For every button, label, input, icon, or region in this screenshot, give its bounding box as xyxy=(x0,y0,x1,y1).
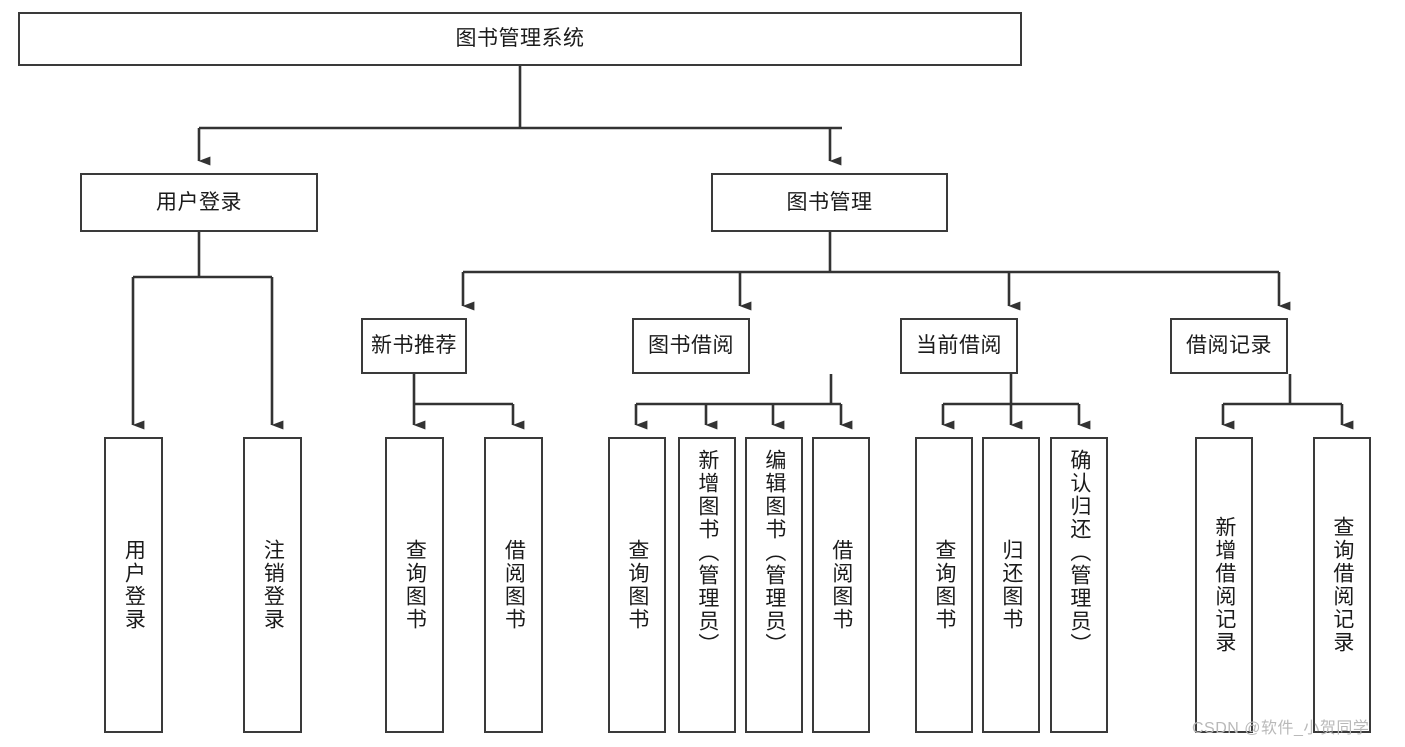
node-label: 查询图书 xyxy=(403,539,427,631)
node-label: 新增图书（管理员） xyxy=(695,449,719,656)
node-label: 新增借阅记录 xyxy=(1212,516,1236,654)
node-current-borrow[interactable]: 当前借阅 xyxy=(900,318,1018,374)
leaf-query-book-recommend[interactable]: 查询图书 xyxy=(385,437,444,733)
leaf-return-book[interactable]: 归还图书 xyxy=(982,437,1040,733)
node-book-borrow[interactable]: 图书借阅 xyxy=(632,318,750,374)
node-label: 图书借阅 xyxy=(648,334,734,358)
leaf-logout[interactable]: 注销登录 xyxy=(243,437,302,733)
node-label: 用户登录 xyxy=(156,190,242,214)
node-label: 图书管理系统 xyxy=(455,27,585,51)
leaf-query-borrow-record[interactable]: 查询借阅记录 xyxy=(1313,437,1371,733)
node-label: 当前借阅 xyxy=(916,334,1002,358)
node-label: 借阅图书 xyxy=(829,539,853,631)
leaf-user-login[interactable]: 用户登录 xyxy=(104,437,163,733)
leaf-confirm-return-admin[interactable]: 确认归还（管理员） xyxy=(1050,437,1108,733)
node-borrow-records[interactable]: 借阅记录 xyxy=(1170,318,1288,374)
node-root-system[interactable]: 图书管理系统 xyxy=(18,12,1022,66)
node-label: 确认归还（管理员） xyxy=(1067,449,1091,656)
node-label: 查询借阅记录 xyxy=(1330,516,1354,654)
node-label: 用户登录 xyxy=(122,539,146,631)
node-label: 编辑图书（管理员） xyxy=(762,449,786,656)
leaf-edit-book-admin[interactable]: 编辑图书（管理员） xyxy=(745,437,803,733)
node-user-login[interactable]: 用户登录 xyxy=(80,173,318,232)
node-label: 图书管理 xyxy=(786,190,873,214)
leaf-borrow-book[interactable]: 借阅图书 xyxy=(812,437,870,733)
leaf-add-borrow-record[interactable]: 新增借阅记录 xyxy=(1195,437,1253,733)
leaf-query-book-borrow[interactable]: 查询图书 xyxy=(608,437,666,733)
node-label: 查询图书 xyxy=(625,539,649,631)
node-label: 查询图书 xyxy=(932,539,956,631)
node-new-book-recommend[interactable]: 新书推荐 xyxy=(361,318,467,374)
csdn-watermark: CSDN @软件_小贺同学 xyxy=(1192,720,1370,737)
node-book-management[interactable]: 图书管理 xyxy=(711,173,948,232)
node-label: 注销登录 xyxy=(261,539,285,631)
node-label: 借阅图书 xyxy=(502,539,526,631)
leaf-add-book-admin[interactable]: 新增图书（管理员） xyxy=(678,437,736,733)
node-label: 新书推荐 xyxy=(371,334,457,358)
node-label: 归还图书 xyxy=(999,539,1023,631)
leaf-query-book-current[interactable]: 查询图书 xyxy=(915,437,973,733)
node-label: 借阅记录 xyxy=(1186,334,1272,358)
leaf-borrow-book-recommend[interactable]: 借阅图书 xyxy=(484,437,543,733)
